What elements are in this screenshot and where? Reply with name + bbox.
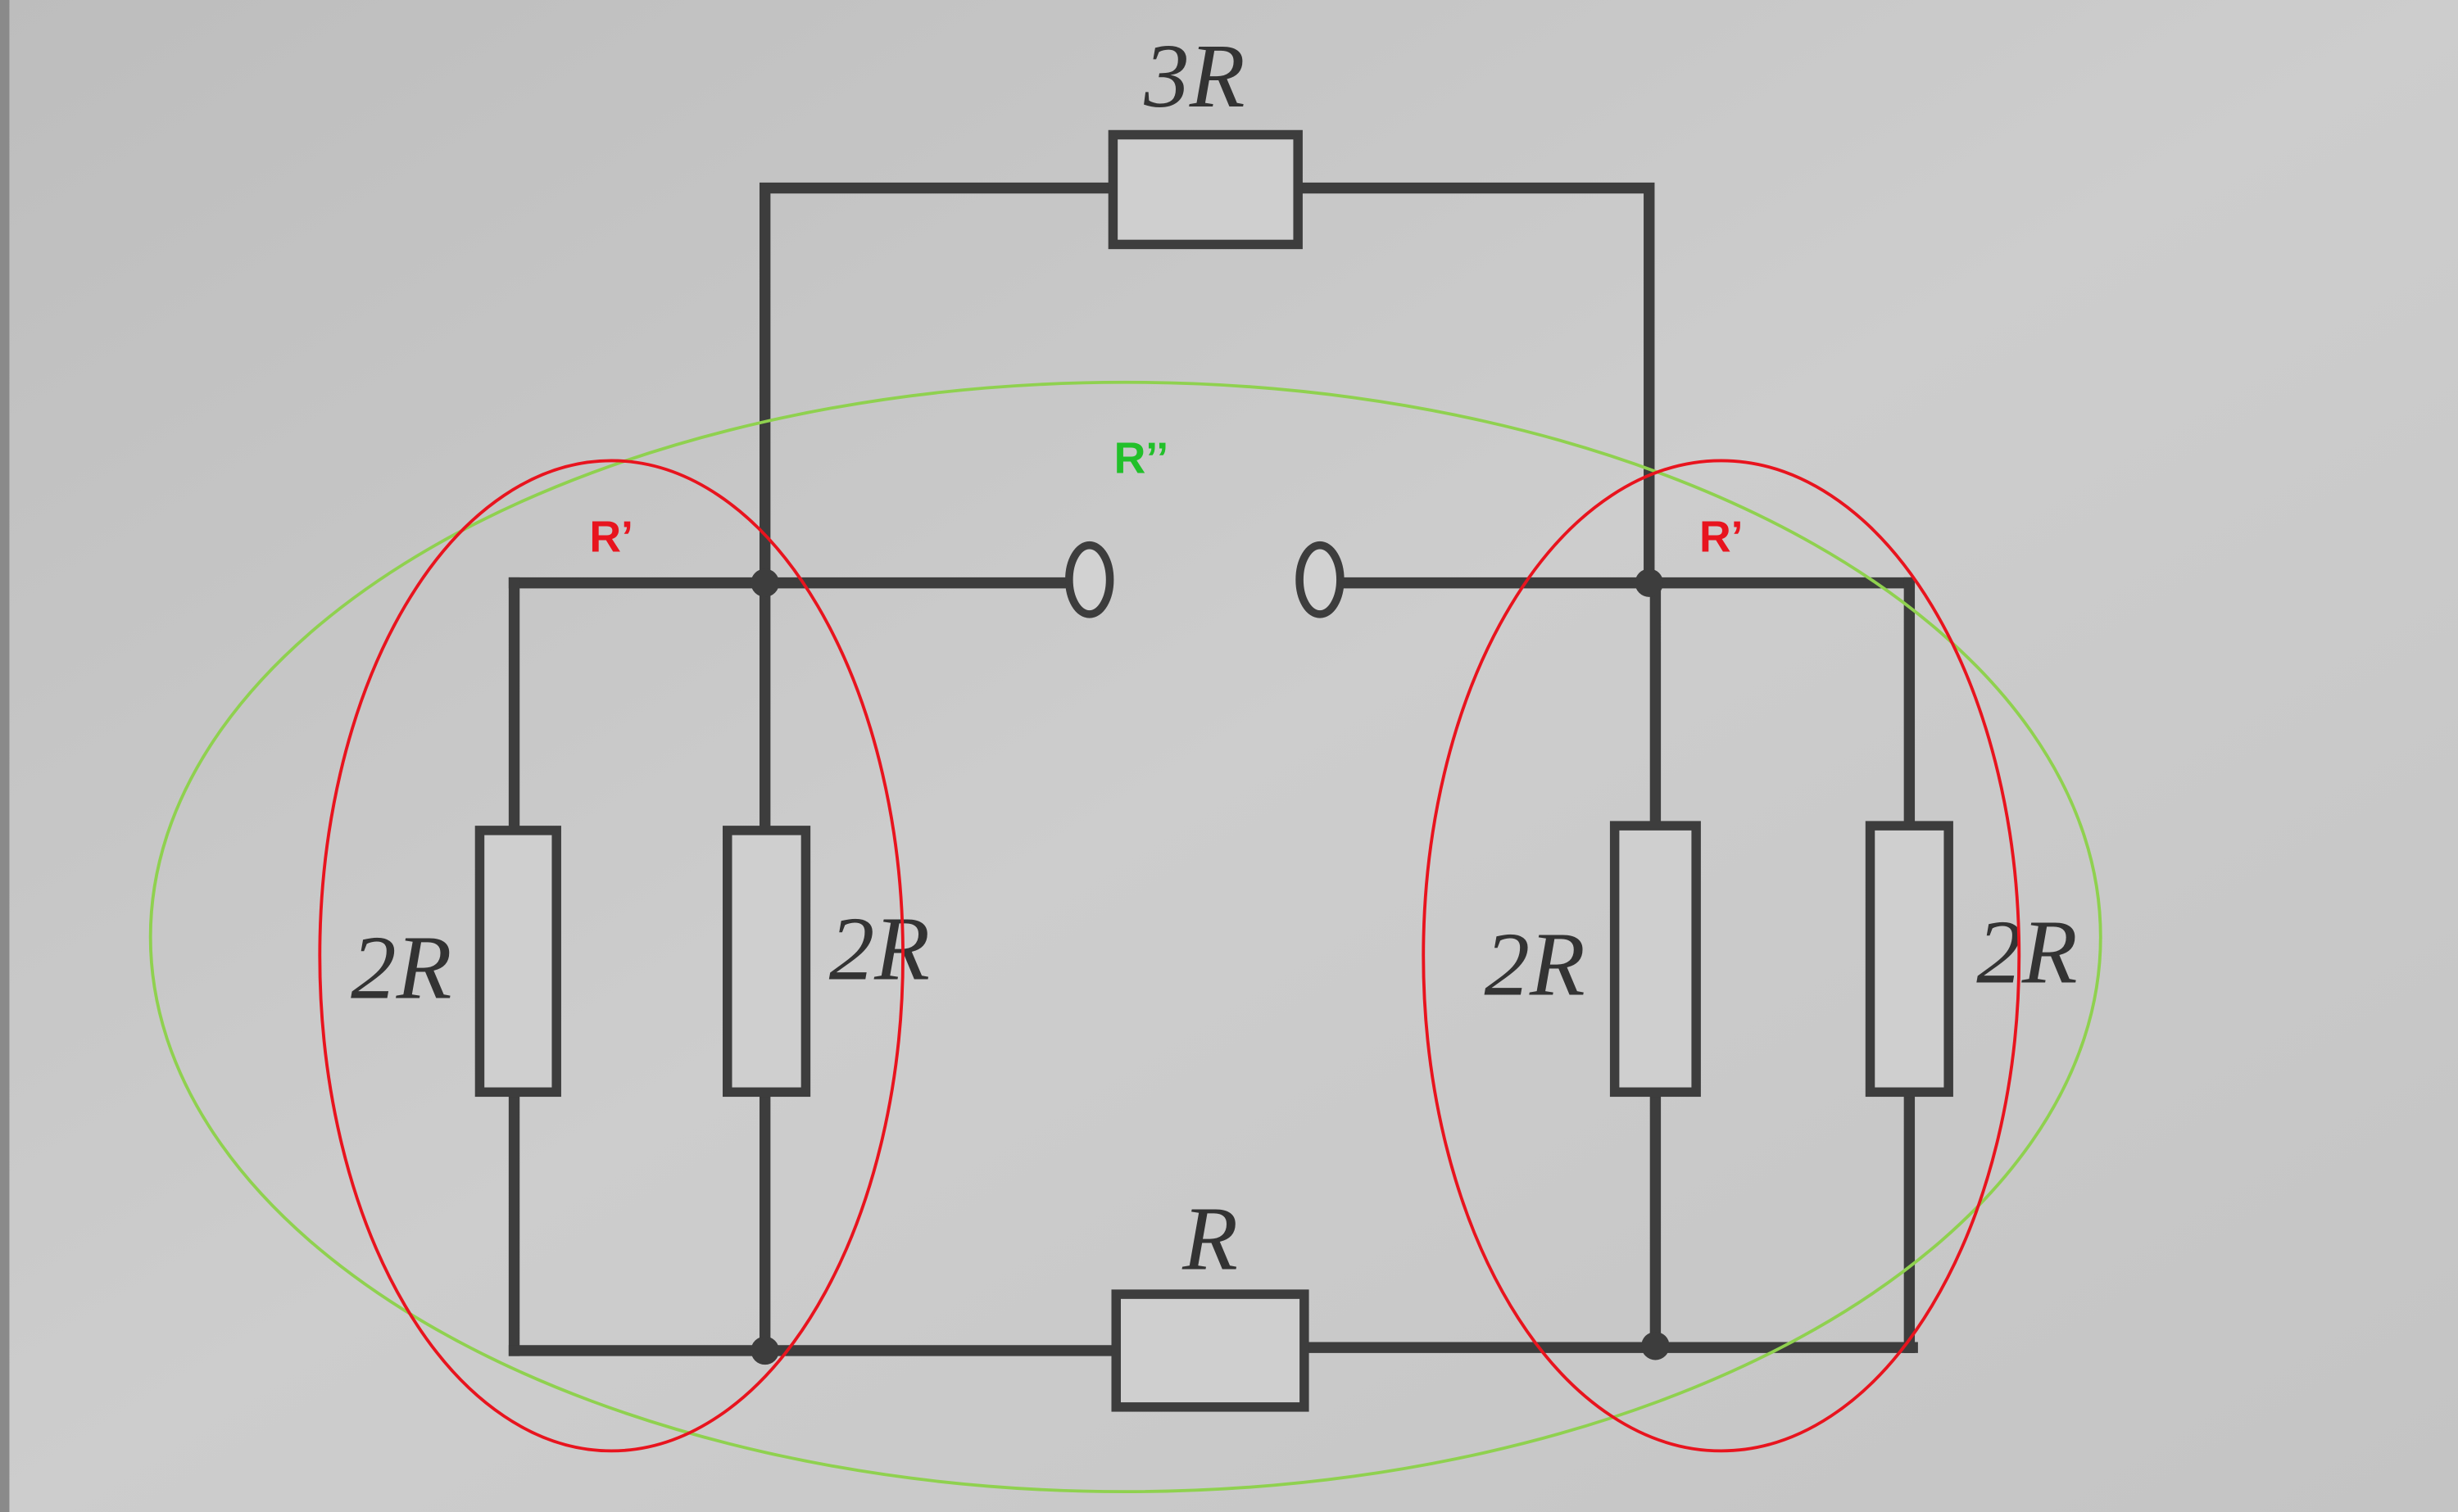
resistor-3r <box>1108 129 1303 250</box>
label-2r-left-inner: 2R <box>829 899 930 1000</box>
resistor-left-outer <box>474 826 561 1098</box>
label-2r-left-outer: 2R <box>351 918 451 1019</box>
node <box>751 1336 779 1365</box>
left-group-ellipse <box>318 459 905 1453</box>
node <box>1635 568 1663 597</box>
combined-group-ellipse <box>148 380 2102 1494</box>
label-r-prime-right: R’ <box>1699 513 1744 561</box>
resistor-r <box>1111 1289 1309 1412</box>
label-r: R <box>1181 1189 1238 1290</box>
label-2r-right-inner: 2R <box>1484 915 1585 1016</box>
terminal-left <box>1065 541 1114 618</box>
node <box>1641 1332 1670 1360</box>
label-r-prime-left: R’ <box>589 513 633 561</box>
resistor-right-inner <box>1609 821 1701 1098</box>
label-3r: 3R <box>1143 26 1245 127</box>
label-r-double-prime: R’’ <box>1114 435 1168 483</box>
resistor-right-outer <box>1865 821 1953 1098</box>
paper-edge <box>0 0 10 1512</box>
label-2r-right-outer: 2R <box>1976 902 2077 1003</box>
node <box>751 568 779 597</box>
resistor-left-inner <box>723 826 811 1098</box>
wires <box>508 182 1918 1356</box>
terminal-right <box>1295 541 1345 618</box>
right-group-ellipse <box>1422 459 2021 1453</box>
